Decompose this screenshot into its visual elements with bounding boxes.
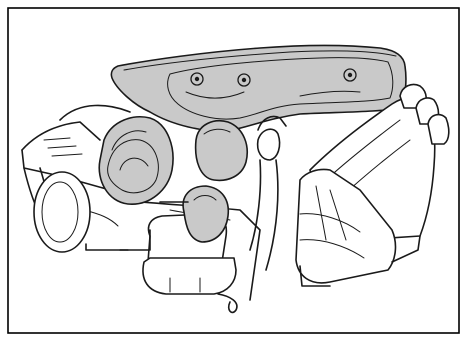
curtain-airbag — [111, 45, 406, 131]
driver-front-airbag — [99, 117, 173, 204]
a-pillar — [250, 117, 286, 271]
passenger-front-airbag — [196, 121, 248, 181]
rear-seat — [296, 84, 449, 286]
front-side-airbag — [183, 186, 228, 242]
